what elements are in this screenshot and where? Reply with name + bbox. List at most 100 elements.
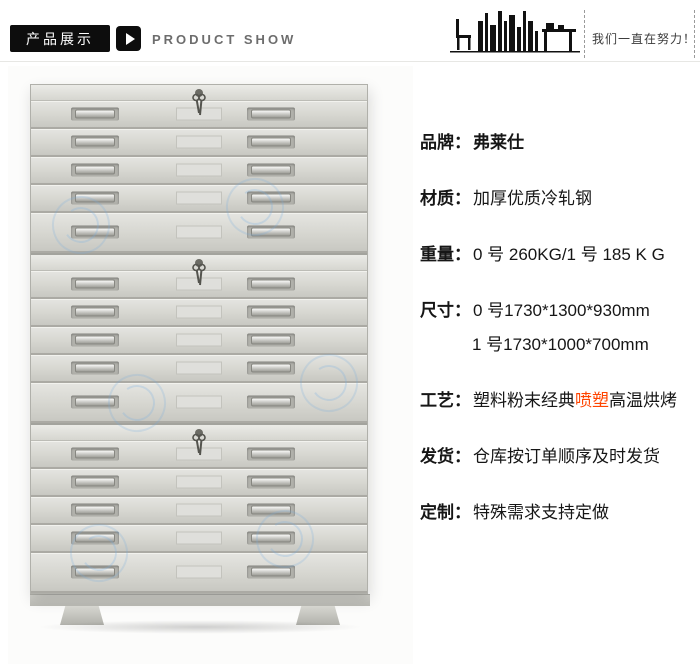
cabinet-base-rail	[30, 594, 370, 606]
product-display-badge: 产品展示	[10, 25, 110, 52]
drawer-handle	[70, 225, 119, 239]
spec-label: 定制：	[420, 503, 471, 522]
drawer	[31, 299, 367, 327]
spec-value: 1 号1730*1000*700mm	[472, 335, 649, 354]
drawer-handle	[70, 277, 119, 291]
cabinet-section	[31, 85, 367, 255]
label-card-slot	[176, 163, 222, 177]
cabinet-shadow	[36, 620, 364, 634]
drawer	[31, 469, 367, 497]
spec-value: 仓库按订单顺序及时发货	[473, 447, 660, 466]
cabinet-feet	[30, 606, 370, 625]
label-card-slot	[176, 305, 222, 319]
keys-icon	[189, 93, 209, 124]
drawer-handle	[70, 475, 119, 489]
label-card-slot	[176, 503, 222, 517]
drawer-handle	[247, 361, 296, 375]
drawer-handle	[247, 447, 296, 461]
spec-value: 0 号 260KG/1 号 185 K G	[473, 245, 665, 264]
spec-value: 弗莱仕	[473, 133, 524, 152]
spec-row-custom: 定制：特殊需求支持定做	[420, 502, 696, 524]
drawer-handle	[247, 107, 296, 121]
drawer	[31, 129, 367, 157]
spec-row-shipping: 发货：仓库按订单顺序及时发货	[420, 446, 696, 468]
chair-icon	[456, 19, 471, 50]
drawer-handle	[70, 395, 119, 409]
spec-list: 品牌：弗莱仕材质：加厚优质冷轧钢重量：0 号 260KG/1 号 185 K G…	[420, 132, 696, 558]
label-card-slot	[176, 333, 222, 347]
spec-value: 高温烘烤	[609, 391, 677, 410]
spec-row-material: 材质：加厚优质冷轧钢	[420, 188, 696, 210]
drawer	[31, 271, 367, 299]
drawer	[31, 441, 367, 469]
header-slogan: 我们一直在努力！	[592, 32, 697, 46]
spec-value: 特殊需求支持定做	[473, 503, 609, 522]
drawer-handle	[70, 503, 119, 517]
label-card-slot	[176, 531, 222, 545]
drawer-handle	[247, 503, 296, 517]
drawer-handle	[247, 305, 296, 319]
drawer-handle	[247, 333, 296, 347]
drawer-handle	[70, 163, 119, 177]
label-card-slot	[176, 565, 222, 579]
product-photo-cabinet	[30, 84, 370, 634]
drawer	[31, 101, 367, 129]
keys-icon	[189, 433, 209, 464]
lock-icon	[195, 429, 203, 437]
drawer-handle	[247, 225, 296, 239]
lock-icon	[195, 89, 203, 97]
spec-value: 0 号1730*1300*930mm	[473, 301, 650, 320]
furniture-skyline-graphic	[450, 11, 580, 53]
spec-label: 工艺：	[420, 391, 471, 410]
spec-row-craft: 工艺：塑料粉末经典喷塑高温烘烤	[420, 390, 696, 412]
cabinet-foot-left	[60, 606, 104, 625]
drawer-handle	[70, 333, 119, 347]
drawer	[31, 525, 367, 553]
drawer-handle	[70, 361, 119, 375]
cabinet-section	[31, 425, 367, 593]
label-card-slot	[176, 361, 222, 375]
lock-strip	[31, 85, 367, 116]
drawer-handle	[247, 531, 296, 545]
drawer-handle	[247, 277, 296, 291]
header: 产品展示 PRODUCT SHOW	[0, 0, 700, 62]
spec-label: 材质：	[420, 189, 471, 208]
drawer-handle	[70, 565, 119, 579]
spec-row-size: 尺寸：0 号1730*1300*930mm 1 号1730*1000*700mm	[420, 300, 696, 356]
drawer-handle	[247, 163, 296, 177]
lock-strip	[31, 425, 367, 456]
play-icon	[116, 26, 141, 51]
spec-value: 加厚优质冷轧钢	[473, 189, 592, 208]
drawer-handle	[247, 475, 296, 489]
drawer-handle	[247, 135, 296, 149]
drawer-handle	[247, 191, 296, 205]
spec-value: 喷塑	[575, 391, 609, 410]
drawer-handle	[70, 107, 119, 121]
cabinet-body	[30, 84, 368, 594]
spec-label: 品牌：	[420, 133, 471, 152]
keys-icon	[189, 263, 209, 294]
spec-label: 尺寸：	[420, 301, 471, 320]
photo-area	[8, 66, 413, 664]
desk-icon	[542, 23, 576, 51]
dashed-divider-right	[694, 10, 695, 58]
drawer	[31, 185, 367, 213]
drawer	[31, 157, 367, 185]
spec-label: 重量：	[420, 245, 471, 264]
label-card-slot	[176, 475, 222, 489]
spec-row-weight: 重量：0 号 260KG/1 号 185 K G	[420, 244, 696, 266]
drawer-handle	[70, 531, 119, 545]
drawer-handle	[70, 447, 119, 461]
drawer-handle	[247, 395, 296, 409]
drawer-handle	[247, 565, 296, 579]
spec-row-brand: 品牌：弗莱仕	[420, 132, 696, 154]
lock-strip	[31, 255, 367, 286]
label-card-slot	[176, 135, 222, 149]
label-card-slot	[176, 395, 222, 409]
drawer	[31, 213, 367, 253]
drawer	[31, 327, 367, 355]
spec-value: 塑料粉末经典	[473, 391, 575, 410]
lock-icon	[195, 259, 203, 267]
label-card-slot	[176, 225, 222, 239]
